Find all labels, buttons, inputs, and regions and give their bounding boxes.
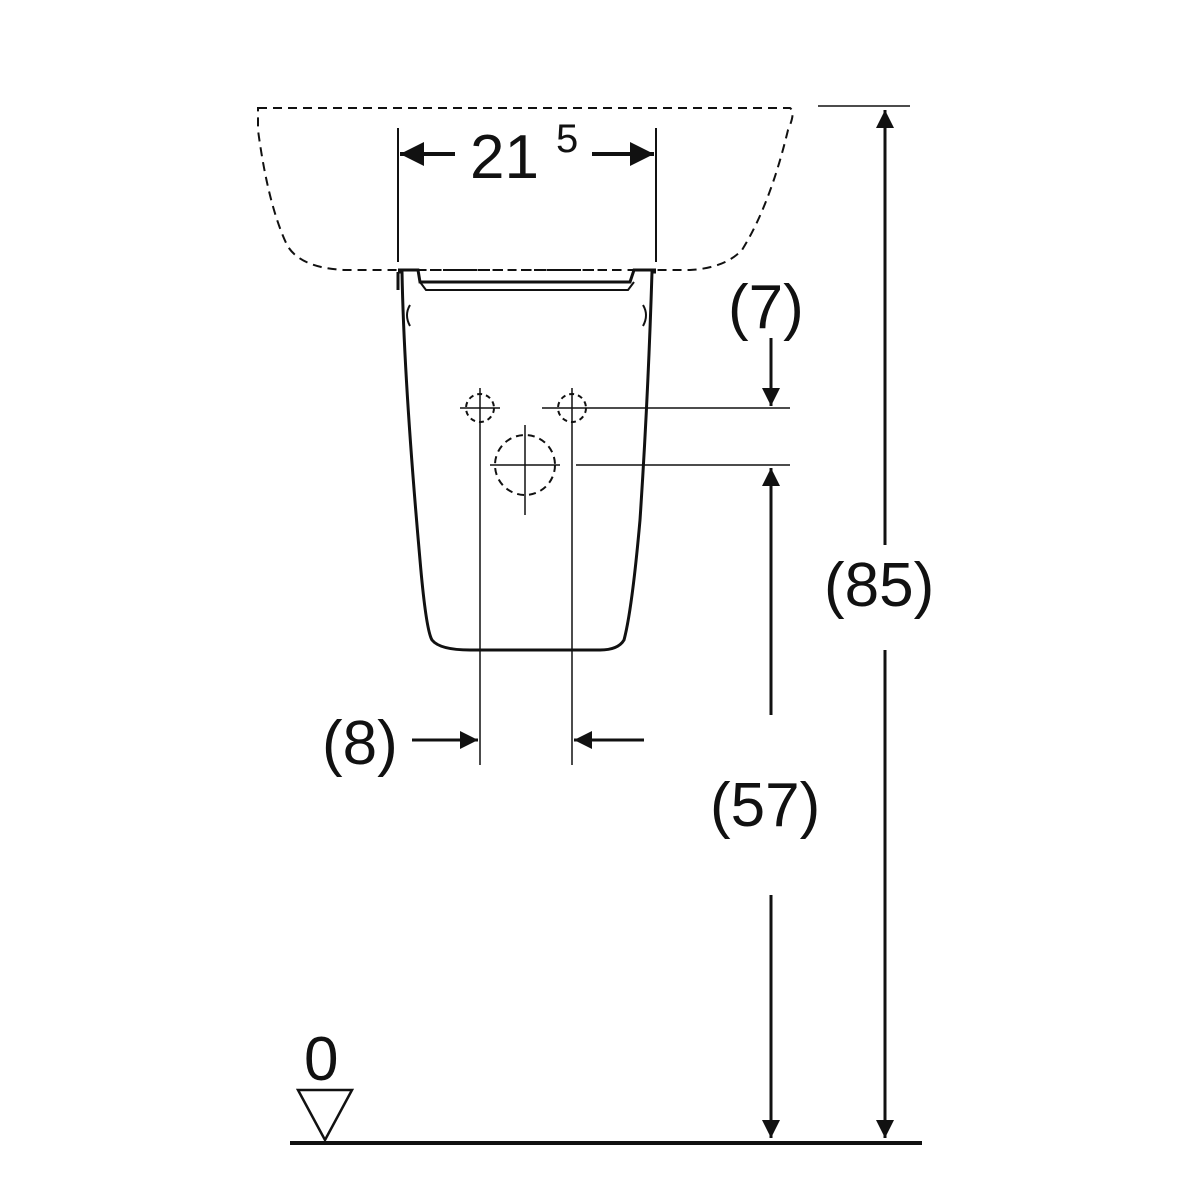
floor-level-label: 0	[304, 1025, 338, 1094]
pedestal-inner-top	[419, 281, 635, 291]
washbasin-outline	[257, 107, 794, 271]
waste-height-label: (57)	[710, 771, 820, 840]
width-dimension-superscript: 5	[556, 117, 578, 161]
spacing-dimension-label: (8)	[322, 709, 398, 778]
pedestal-top-rim	[398, 268, 656, 284]
top-offset-label: (7)	[728, 273, 804, 342]
width-dimension-label: 21	[470, 123, 539, 192]
floor-level-triangle-icon	[295, 1088, 355, 1143]
pedestal-notch-right	[642, 304, 647, 327]
pedestal-body	[398, 270, 656, 652]
total-height-label: (85)	[824, 551, 934, 620]
pedestal-notch-left	[406, 304, 411, 327]
